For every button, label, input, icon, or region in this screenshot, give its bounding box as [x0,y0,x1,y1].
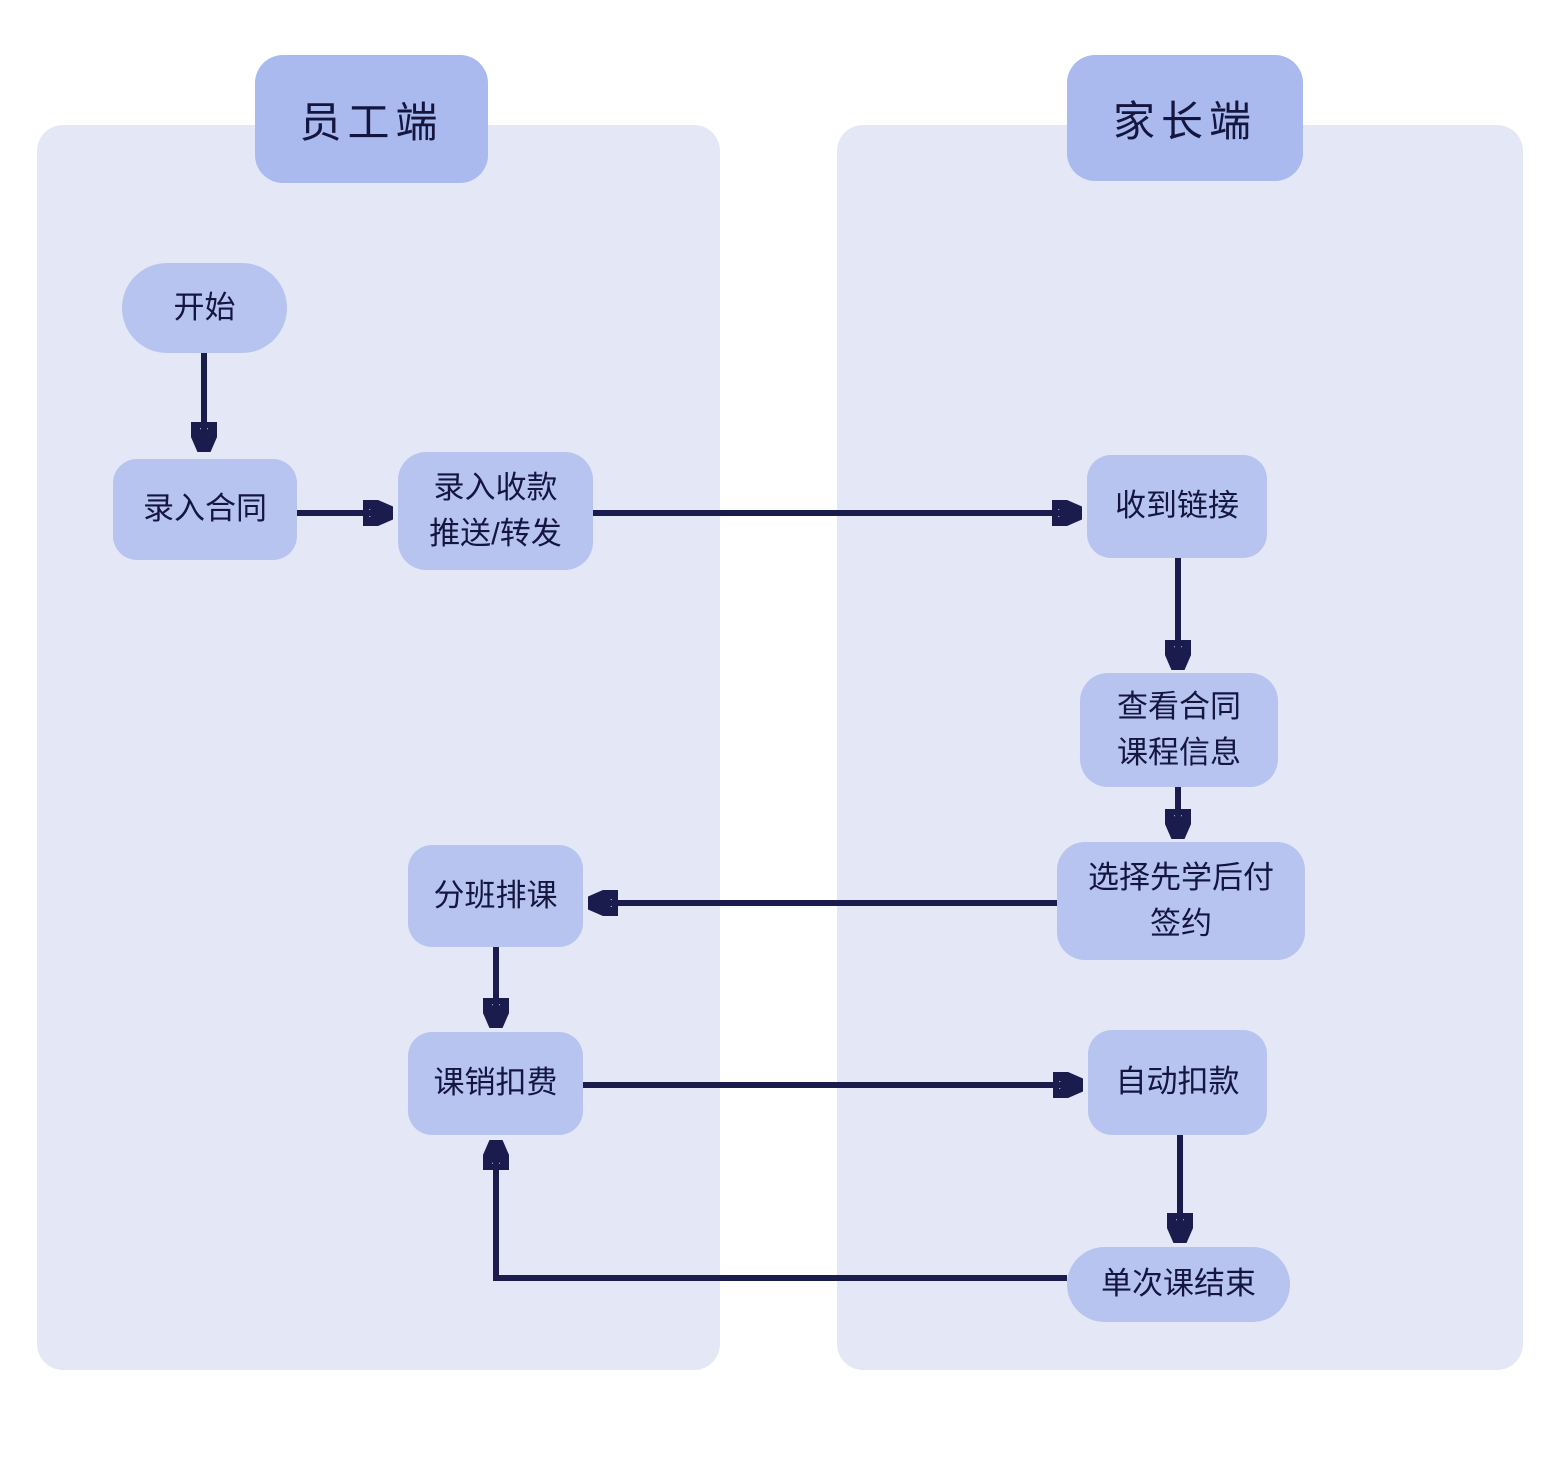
lane-header-staff-label: 员工端 [299,98,444,146]
node-lesson-end-label: 单次课结束 [1101,1266,1256,1302]
node-start: 开始 [122,263,287,353]
node-assign-class-label: 分班排课 [433,877,558,913]
node-course-deduction-label: 课销扣费 [433,1065,558,1101]
node-sign-pay-later: 选择先学后付 签约 [1057,842,1305,960]
lane-header-parent-label: 家长端 [1112,97,1257,145]
node-receive-link: 收到链接 [1087,455,1267,558]
node-sign-pay-later-label: 选择先学后付 签约 [1088,859,1274,942]
node-enter-payment-label: 录入收款 推送/转发 [429,469,562,552]
node-auto-deduct-label: 自动扣款 [1115,1064,1240,1100]
arrow-lesson-end-to-course-deduction [496,1142,1067,1281]
node-view-contract-label: 查看合同 课程信息 [1117,688,1241,771]
node-course-deduction: 课销扣费 [408,1032,583,1135]
lane-header-parent: 家长端 [1067,55,1303,181]
node-enter-contract-label: 录入合同 [143,491,267,527]
node-auto-deduct: 自动扣款 [1088,1030,1267,1135]
node-enter-contract: 录入合同 [113,459,297,560]
node-view-contract: 查看合同 课程信息 [1080,673,1278,787]
node-enter-payment: 录入收款 推送/转发 [398,452,593,570]
node-receive-link-label: 收到链接 [1115,488,1239,524]
node-start-label: 开始 [173,289,236,325]
lane-header-staff: 员工端 [255,55,488,183]
node-assign-class: 分班排课 [408,845,583,947]
node-lesson-end: 单次课结束 [1067,1247,1290,1322]
